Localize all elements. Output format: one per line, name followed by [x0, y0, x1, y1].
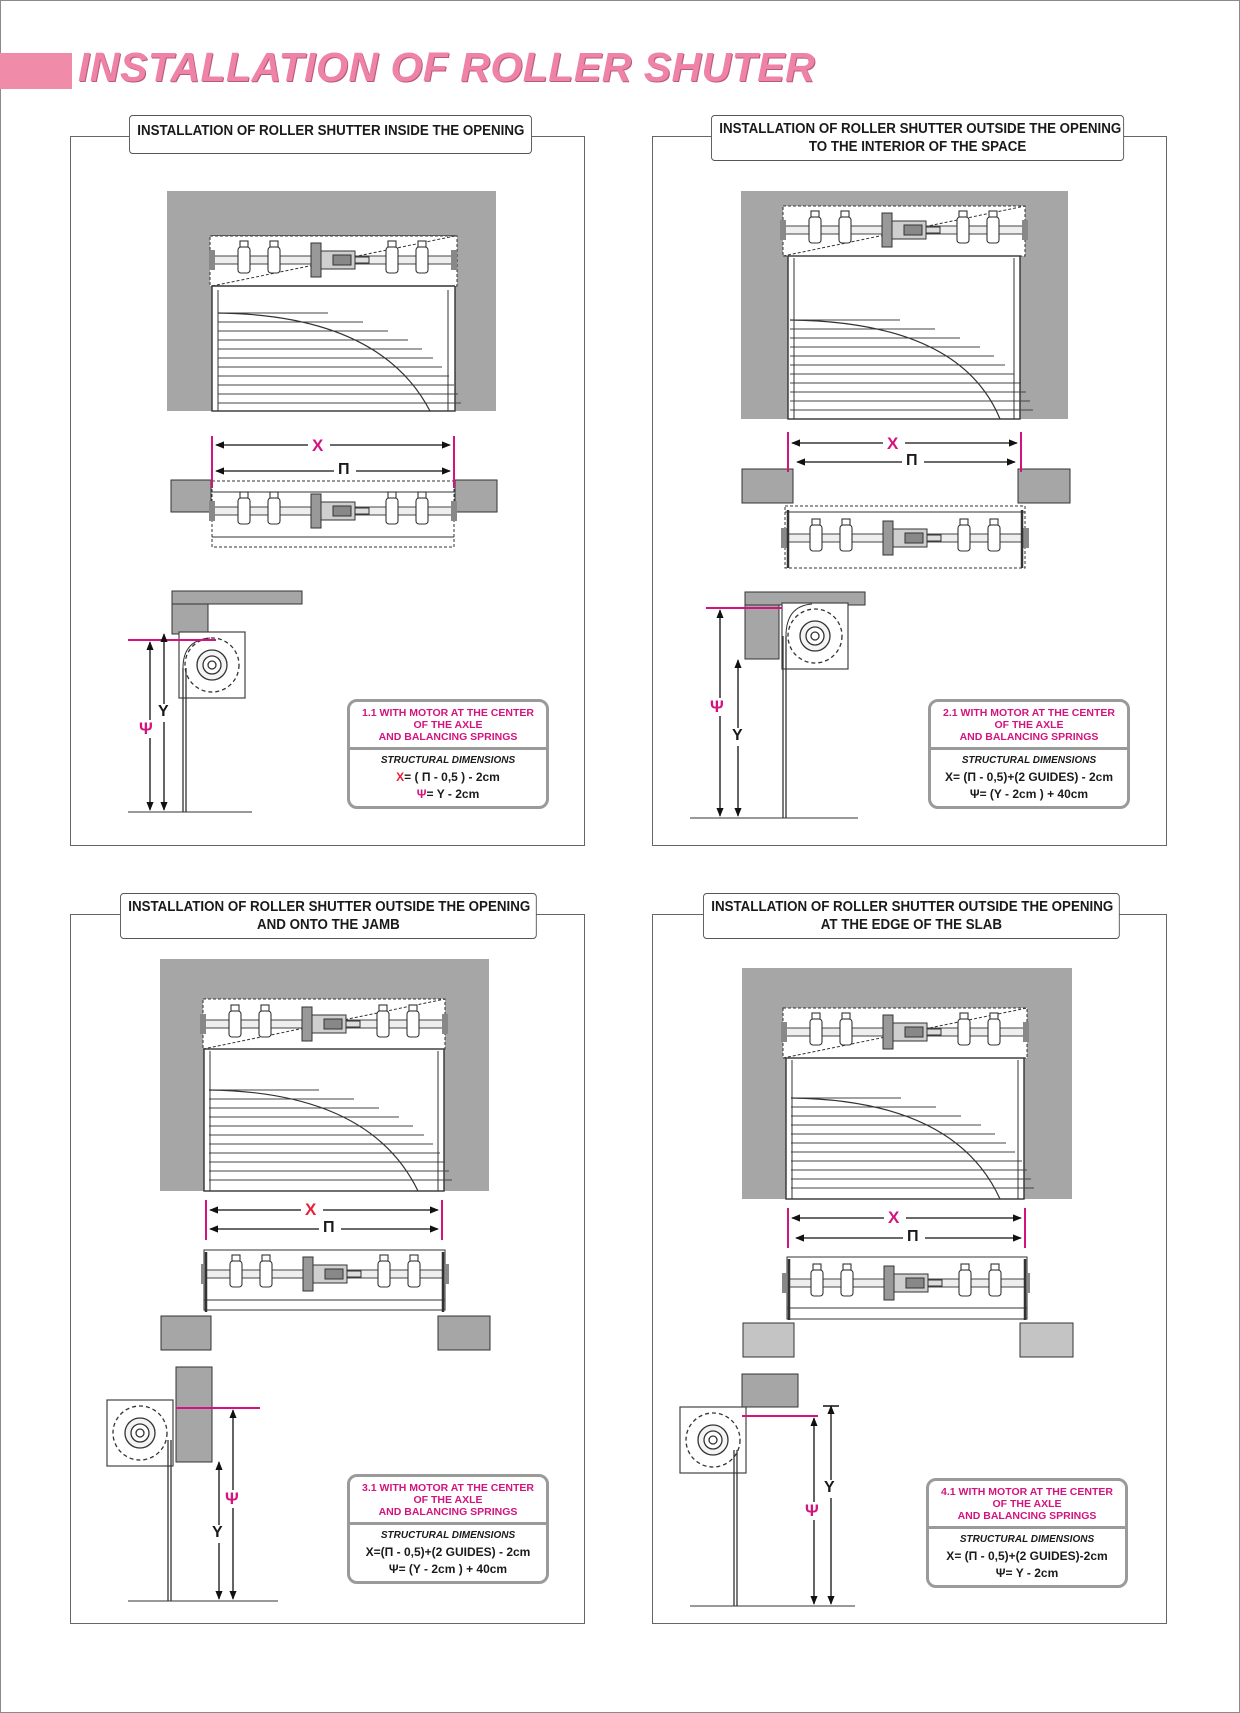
panel-4-heading-line-2: OF THE AXLE — [933, 1498, 1121, 1510]
panel-3-y-label: Y — [212, 1524, 223, 1542]
panel-1-info-subtitle: STRUCTURAL DIMENSIONS — [350, 755, 546, 766]
panel-2-info-heading: 2.1 WITH MOTOR AT THE CENTER OF THE AXLE… — [931, 702, 1127, 750]
panel-2-formula-x-var: X — [945, 770, 953, 784]
panel-3-psi-label: Ψ — [225, 1489, 239, 1509]
panel-2-formula-x-expr: = (Π - 0,5)+(2 GUIDES) - 2cm — [953, 770, 1113, 784]
panel-1-formula-x-var: X — [396, 770, 404, 784]
panel-1-info-heading: 1.1 WITH MOTOR AT THE CENTER OF THE AXLE… — [350, 702, 546, 750]
panel-4-info-heading: 4.1 WITH MOTOR AT THE CENTER OF THE AXLE… — [929, 1481, 1125, 1529]
panel-1-formula-x: X= ( Π - 0,5 ) - 2cm — [350, 770, 546, 784]
panel-4-pi-label: Π — [907, 1228, 919, 1246]
panel-2-heading-line-1: 2.1 WITH MOTOR AT THE CENTER — [935, 707, 1123, 719]
panel-3-info-heading: 3.1 WITH MOTOR AT THE CENTER OF THE AXLE… — [350, 1477, 546, 1525]
panel-3-heading-line-3: AND BALANCING SPRINGS — [354, 1506, 542, 1518]
panel-2-heading-line-3: AND BALANCING SPRINGS — [935, 731, 1123, 743]
panel-2-formula-psi-var: Ψ — [970, 787, 980, 801]
panel-4-heading-line-3: AND BALANCING SPRINGS — [933, 1510, 1121, 1522]
panel-1-formula-psi: Ψ= Y - 2cm — [350, 787, 546, 801]
panel-2-formula-psi-expr: = (Y - 2cm ) + 40cm — [980, 787, 1089, 801]
panel-3-formula-x-var: X — [366, 1545, 374, 1559]
panel-2-psi-label: Ψ — [710, 697, 724, 717]
panel-3-heading-line-2: OF THE AXLE — [354, 1494, 542, 1506]
panel-1-info-box: 1.1 WITH MOTOR AT THE CENTER OF THE AXLE… — [347, 699, 549, 809]
panel-4-formula-psi-var: Ψ — [996, 1566, 1006, 1580]
panel-2-formula-psi: Ψ= (Y - 2cm ) + 40cm — [931, 787, 1127, 801]
panel-1-pi-label: Π — [338, 461, 350, 479]
panel-1-heading-line-3: AND BALANCING SPRINGS — [354, 731, 542, 743]
panel-1-heading-line-1: 1.1 WITH MOTOR AT THE CENTER — [354, 707, 542, 719]
panel-3-pi-label: Π — [323, 1219, 335, 1237]
panel-3-heading-line-1: 3.1 WITH MOTOR AT THE CENTER — [354, 1482, 542, 1494]
panel-2-pi-label: Π — [906, 452, 918, 470]
panel-1-formula-x-expr: = ( Π - 0,5 ) - 2cm — [404, 770, 500, 784]
panel-2-info-box: 2.1 WITH MOTOR AT THE CENTER OF THE AXLE… — [928, 699, 1130, 809]
panel-3-formula-x-expr: =(Π - 0,5)+(2 GUIDES) - 2cm — [374, 1545, 531, 1559]
panel-2-heading-line-2: OF THE AXLE — [935, 719, 1123, 731]
panel-4-formula-psi: Ψ= Y - 2cm — [929, 1566, 1125, 1580]
panel-3-formula-x: X=(Π - 0,5)+(2 GUIDES) - 2cm — [350, 1545, 546, 1559]
panel-2-y-label: Y — [732, 727, 743, 745]
panel-3-formula-psi-expr: = (Y - 2cm ) + 40cm — [399, 1562, 508, 1576]
panel-1-formula-psi-var: Ψ — [417, 787, 427, 801]
panel-3-formula-psi-var: Ψ — [389, 1562, 399, 1576]
panel-1-formula-psi-expr: = Y - 2cm — [426, 787, 479, 801]
panel-4-formula-x: X= (Π - 0,5)+(2 GUIDES)-2cm — [929, 1549, 1125, 1563]
panel-4-y-label: Y — [824, 1479, 835, 1497]
panel-4-psi-label: Ψ — [805, 1501, 819, 1521]
panel-3-info-subtitle: STRUCTURAL DIMENSIONS — [350, 1530, 546, 1541]
panel-1-x-label: X — [312, 436, 323, 456]
panel-4-heading-line-1: 4.1 WITH MOTOR AT THE CENTER — [933, 1486, 1121, 1498]
panel-3-formula-psi: Ψ= (Y - 2cm ) + 40cm — [350, 1562, 546, 1576]
panel-4-formula-psi-expr: = Y - 2cm — [1005, 1566, 1058, 1580]
panel-3-info-box: 3.1 WITH MOTOR AT THE CENTER OF THE AXLE… — [347, 1474, 549, 1584]
panel-2-formula-x: X= (Π - 0,5)+(2 GUIDES) - 2cm — [931, 770, 1127, 784]
panel-2-x-label: X — [887, 434, 898, 454]
panel-1-psi-label: Ψ — [139, 719, 153, 739]
panel-2-info-subtitle: STRUCTURAL DIMENSIONS — [931, 755, 1127, 766]
panel-1-y-label: Y — [158, 703, 169, 721]
panel-4-formula-x-expr: = (Π - 0,5)+(2 GUIDES)-2cm — [954, 1549, 1107, 1563]
panel-4-info-box: 4.1 WITH MOTOR AT THE CENTER OF THE AXLE… — [926, 1478, 1128, 1588]
panel-1-heading-line-2: OF THE AXLE — [354, 719, 542, 731]
panel-4-info-subtitle: STRUCTURAL DIMENSIONS — [929, 1534, 1125, 1545]
panel-4-x-label: X — [888, 1208, 899, 1228]
panel-3-x-label: X — [305, 1200, 316, 1220]
